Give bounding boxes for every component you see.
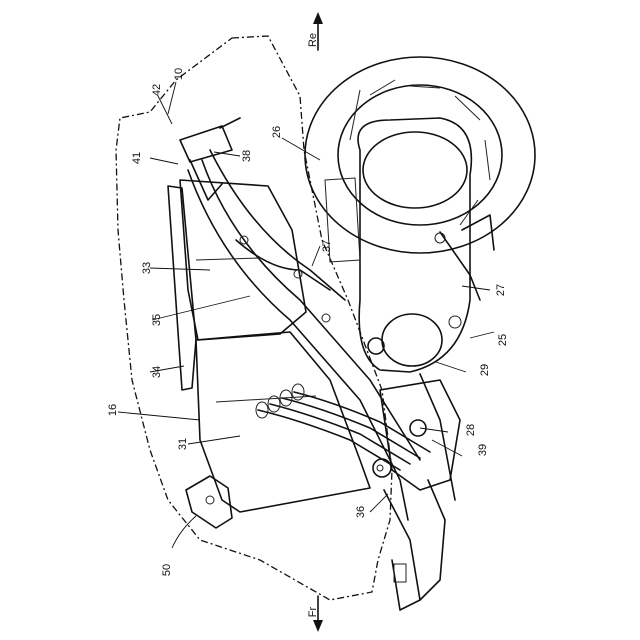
label-42: 42 bbox=[151, 84, 163, 96]
rear-direction-arrow: Re bbox=[307, 12, 323, 50]
label-41: 41 bbox=[131, 152, 143, 164]
label-28: 28 bbox=[465, 424, 477, 436]
label-27: 27 bbox=[495, 284, 507, 296]
front-direction-arrow: Fr bbox=[307, 596, 323, 632]
label-39: 39 bbox=[477, 444, 489, 456]
label-35: 35 bbox=[151, 314, 163, 326]
label-37: 37 bbox=[321, 240, 333, 252]
main-frame bbox=[188, 150, 420, 520]
label-25: 25 bbox=[497, 334, 509, 346]
rear-label: Re bbox=[307, 33, 319, 47]
label-31: 31 bbox=[177, 438, 189, 450]
engine-case bbox=[325, 118, 494, 372]
label-36: 36 bbox=[355, 506, 367, 518]
head-pipe bbox=[384, 490, 420, 610]
leader-lines bbox=[118, 82, 494, 548]
label-29: 29 bbox=[479, 364, 491, 376]
front-label: Fr bbox=[307, 606, 319, 617]
label-38: 38 bbox=[241, 150, 253, 162]
pipe-bundle bbox=[256, 384, 430, 470]
rear-wheel bbox=[305, 57, 535, 253]
label-26: 26 bbox=[271, 126, 283, 138]
label-34: 34 bbox=[151, 366, 163, 378]
label-16: 16 bbox=[107, 404, 119, 416]
label-33: 33 bbox=[141, 262, 153, 274]
label-10: 10 bbox=[173, 68, 185, 80]
label-50: 50 bbox=[161, 564, 173, 576]
